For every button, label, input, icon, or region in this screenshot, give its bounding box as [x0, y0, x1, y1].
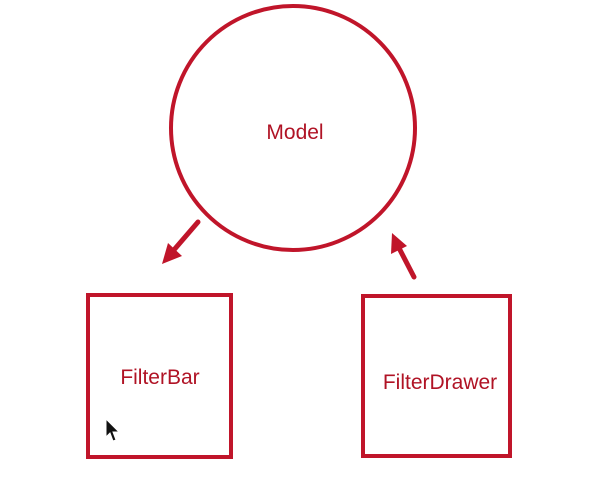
filter-bar-label: FilterBar: [120, 366, 199, 389]
model-label: Model: [266, 121, 323, 144]
arrow-model-to-filterbar: [170, 219, 201, 254]
model-circle: [169, 4, 417, 252]
filter-bar-node: FilterBar: [86, 293, 233, 459]
arrow-filterdrawer-to-model-head: [391, 233, 407, 254]
filter-bar-box: [86, 293, 233, 459]
model-node: Model: [169, 4, 417, 252]
filter-drawer-box: [361, 294, 512, 458]
mouse-pointer-icon: [105, 417, 121, 442]
arrow-model-to-filterbar-head: [162, 243, 182, 264]
filter-drawer-node: FilterDrawer: [361, 294, 512, 458]
arrow-filterdrawer-to-model: [396, 245, 417, 280]
filter-drawer-label: FilterDrawer: [383, 371, 497, 394]
